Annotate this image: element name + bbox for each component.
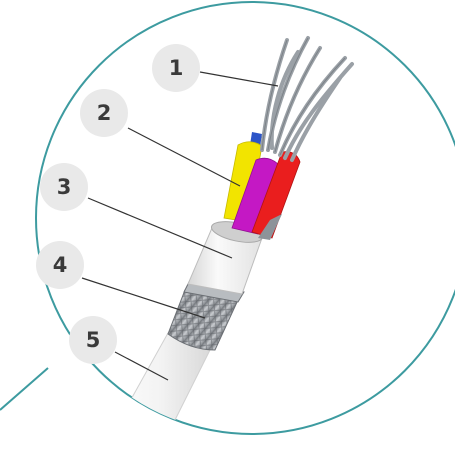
callout-5: 5 (69, 316, 117, 364)
callout-label: 5 (86, 328, 101, 352)
callout-2: 2 (80, 89, 128, 137)
callout-label: 1 (169, 56, 184, 80)
callout-4: 4 (36, 241, 84, 289)
callout-label: 3 (57, 175, 72, 199)
magnifier-handle-line (0, 368, 48, 410)
callout-1: 1 (152, 44, 200, 92)
callout-3: 3 (40, 163, 88, 211)
callout-label: 4 (53, 253, 68, 277)
callout-label: 2 (97, 101, 112, 125)
